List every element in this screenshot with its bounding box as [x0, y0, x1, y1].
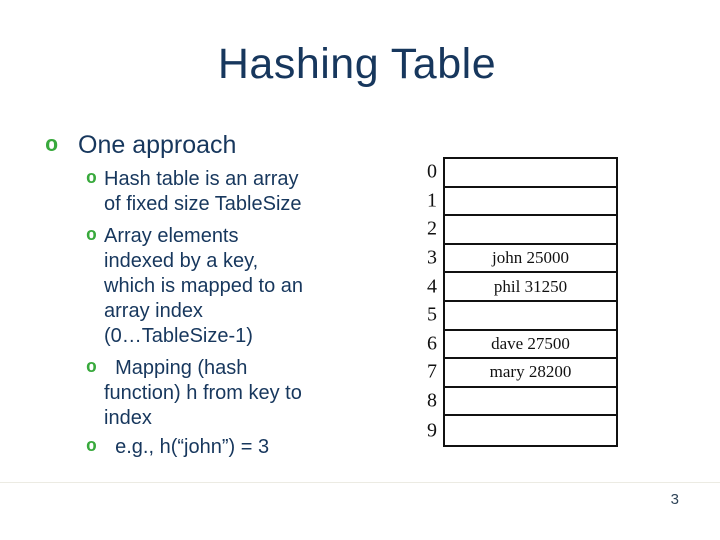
row-cell [445, 388, 616, 415]
table-row: 4 phil 31250 [427, 273, 616, 302]
row-index: 5 [427, 303, 437, 326]
table-row: 3 john 25000 [427, 245, 616, 274]
row-cell [445, 416, 616, 445]
text-line: (0…TableSize-1) [104, 325, 253, 347]
row-index: 9 [427, 419, 437, 442]
table-row: 5 [427, 302, 616, 331]
page-number: 3 [670, 491, 679, 508]
bullet-marker: o [86, 226, 97, 246]
table-row: 7 mary 28200 [427, 359, 616, 388]
row-cell [445, 159, 616, 186]
row-cell: phil 31250 [493, 276, 568, 296]
bullet-text: Mapping (hash function) h from key to in… [104, 356, 302, 431]
bullet-text: Array elements indexed by a key, which i… [104, 224, 303, 349]
row-index: 7 [427, 360, 437, 383]
text-line: e.g., h(“john”) = 3 [104, 436, 270, 458]
text-line: of fixed size TableSize [104, 193, 302, 215]
row-index: 4 [427, 275, 437, 298]
sub-bullet: o Mapping (hash function) h from key to … [86, 356, 375, 431]
row-cell: john 25000 [492, 248, 569, 268]
row-index: 8 [427, 389, 437, 412]
bullet-marker: o [86, 169, 97, 189]
table-row: 1 [427, 188, 616, 217]
table-row: 6 dave 27500 [427, 331, 616, 360]
table-row: 9 [427, 416, 616, 445]
row-index: 0 [427, 160, 437, 183]
text-line: which is mapped to an [104, 275, 304, 297]
bullet-text: One approach [78, 131, 237, 159]
row-cell [445, 188, 616, 215]
sub-bullet-list: o Hash table is an array of fixed size T… [86, 167, 375, 460]
bullet-text: Hash table is an array of fixed size Tab… [104, 167, 302, 217]
row-cell [445, 216, 616, 243]
text-line: indexed by a key, [104, 250, 259, 272]
text-line: index [104, 407, 152, 429]
bullet-text: e.g., h(“john”) = 3 [104, 435, 269, 460]
row-cell: mary 28200 [489, 362, 572, 382]
bullet-marker: o [86, 437, 97, 457]
sub-bullet: o Array elements indexed by a key, which… [86, 224, 375, 349]
table-row: 2 [427, 216, 616, 245]
text-line: Mapping (hash [104, 357, 248, 379]
text-line: Hash table is an array [104, 168, 299, 190]
row-cell: dave 27500 [491, 333, 570, 353]
text-line: Array elements [104, 225, 239, 247]
hash-table-diagram: 0 1 2 3 john 25000 4 phil 31250 5 6 dave… [427, 157, 618, 447]
footer-divider [0, 482, 720, 483]
bullet-marker: o [45, 133, 59, 158]
slide-title: Hashing Table [217, 40, 497, 88]
sub-bullet: o e.g., h(“john”) = 3 [86, 435, 375, 460]
row-index: 6 [427, 332, 437, 355]
text-line: array index [104, 300, 203, 322]
row-cell [445, 302, 616, 329]
row-index: 1 [427, 189, 437, 212]
table-row: 8 [427, 388, 616, 417]
bullet-level1: o One approach [45, 131, 375, 160]
bullet-marker: o [86, 358, 97, 378]
outline: o One approach o Hash table is an array … [45, 131, 375, 467]
table-row: 0 [427, 159, 616, 188]
row-index: 3 [427, 246, 437, 269]
row-index: 2 [427, 217, 437, 240]
text-line: function) h from key to [104, 382, 302, 404]
sub-bullet: o Hash table is an array of fixed size T… [86, 167, 375, 217]
